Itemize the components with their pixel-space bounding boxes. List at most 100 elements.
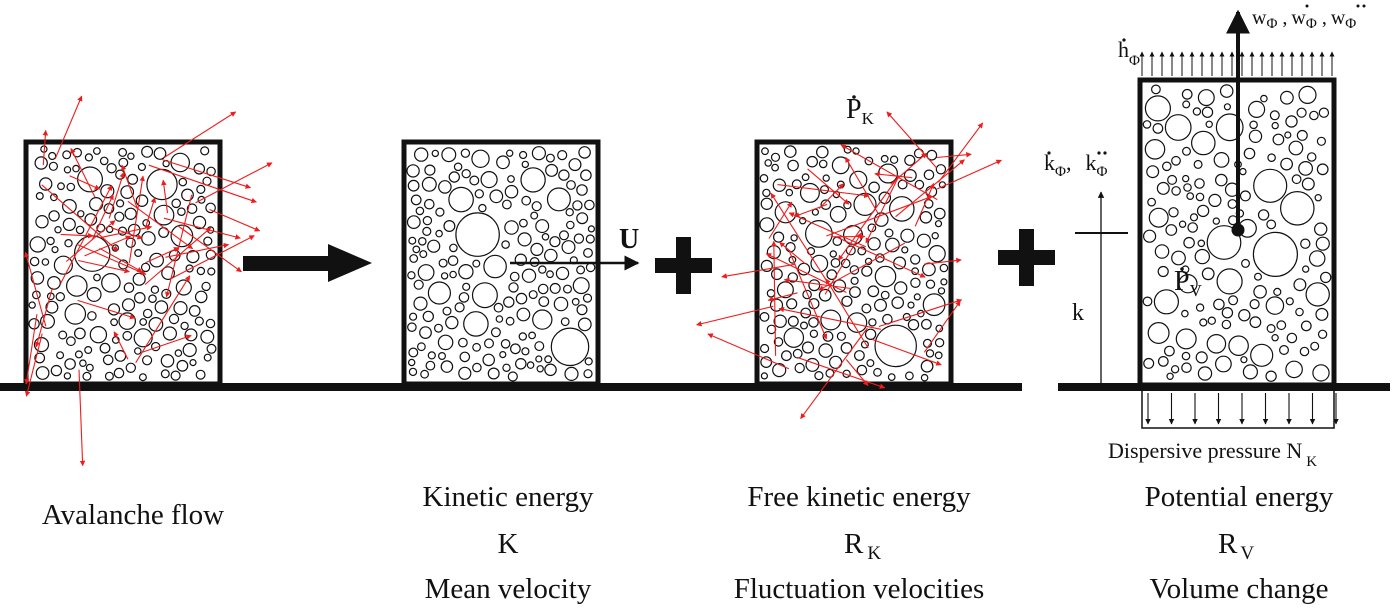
kinetic-particle <box>504 220 519 235</box>
avalanche-particle <box>58 330 68 340</box>
free-kinetic-velocity-arrow <box>798 357 886 389</box>
potential-particle <box>1280 191 1315 226</box>
avalanche-particle <box>142 308 153 319</box>
avalanche-particle <box>62 217 76 231</box>
kinetic-particle <box>459 351 471 363</box>
kinetic-particle <box>557 150 568 161</box>
free-kinetic-particle <box>920 373 929 382</box>
avalanche-particle <box>100 184 115 199</box>
kinetic-particle <box>519 218 528 228</box>
free-kinetic-particle <box>773 314 787 328</box>
avalanche-particle <box>62 198 77 214</box>
kinetic-particle <box>520 167 546 193</box>
kinetic-particle <box>521 268 537 283</box>
kinetic-particle <box>442 306 452 316</box>
avalanche-particle <box>206 343 217 354</box>
avalanche-particle <box>92 147 101 155</box>
potential-particle <box>1317 329 1328 339</box>
avalanche-particle <box>84 153 94 162</box>
free-kinetic-particle <box>794 362 805 374</box>
free-kinetic-particle <box>934 338 945 348</box>
kinetic-particle <box>460 148 471 158</box>
potential-particle <box>1162 161 1172 172</box>
free-kinetic-particle <box>864 156 874 166</box>
free-kinetic-velocity-arrow <box>936 152 972 159</box>
free-kinetic-velocity-arrow <box>818 242 906 291</box>
kinetic-particle <box>577 317 592 332</box>
kinetic-particle <box>518 332 528 341</box>
free-kinetic-particle <box>868 318 877 327</box>
kinetic-particle <box>502 199 512 210</box>
free-kinetic-particle <box>760 259 773 272</box>
kinetic-particle <box>455 212 500 257</box>
kinetic-particle <box>514 357 527 370</box>
potential-particle <box>1257 209 1270 221</box>
free-kinetic-particle <box>913 148 924 159</box>
avalanche-particle <box>137 162 146 172</box>
kinetic-particle <box>406 164 420 178</box>
kinetic-particle <box>443 220 456 233</box>
avalanche-particle <box>134 347 142 355</box>
kinetic-particle <box>560 317 570 327</box>
potential-particle <box>1310 341 1320 351</box>
right-arrow-icon <box>243 244 372 282</box>
avalanche-particle <box>140 262 151 273</box>
kinetic-particle <box>445 315 459 330</box>
kinetic-particle <box>487 367 500 380</box>
kinetic-particle <box>478 203 487 213</box>
kinetic-particle <box>417 264 435 281</box>
free-kinetic-particle <box>931 231 939 240</box>
avalanche-particle <box>132 272 146 286</box>
free-kinetic-particle <box>759 343 770 354</box>
free-kinetic-particle <box>783 145 797 158</box>
kinetic-particle <box>576 212 589 225</box>
potential-particle <box>1239 167 1247 176</box>
kinetic-particle <box>507 371 518 382</box>
potential-particle <box>1196 204 1210 218</box>
kinetic-particle <box>545 153 555 163</box>
free-kinetic-velocity-arrow <box>914 182 935 227</box>
free-kinetic-particle <box>922 262 936 277</box>
avalanche-particle <box>194 290 208 304</box>
avalanche-velocity-arrow <box>69 175 101 190</box>
potential-particle <box>1213 298 1225 311</box>
free-kinetic-particle <box>880 290 890 300</box>
avalanche-particle <box>194 316 204 326</box>
avalanche-particle <box>177 207 186 217</box>
avalanche-velocity-arrow <box>34 287 53 348</box>
avalanche-particle <box>125 362 137 373</box>
caption-kinetic-desc: Mean velocity <box>425 573 592 605</box>
avalanche-particle <box>176 359 189 372</box>
kinetic-particle <box>407 322 417 332</box>
avalanche-particle <box>193 163 206 175</box>
caption-kinetic-symbol: K <box>498 528 519 560</box>
avalanche-particle <box>196 184 206 194</box>
potential-particle <box>1194 248 1211 265</box>
potential-particle <box>1197 89 1215 107</box>
potential-particle <box>1315 236 1330 251</box>
kinetic-particle <box>501 240 510 249</box>
avalanche-velocity-arrow <box>142 334 192 353</box>
potential-particle <box>1164 114 1192 141</box>
potential-particle <box>1178 274 1198 294</box>
free-kinetic-particle <box>857 246 867 256</box>
free-kinetic-particle <box>934 220 943 228</box>
potential-particle <box>1240 356 1248 364</box>
free-kinetic-particle <box>790 234 798 242</box>
kinetic-particle <box>537 283 549 295</box>
avalanche-particle <box>180 321 189 331</box>
avalanche-particle <box>41 258 50 266</box>
avalanche-velocity-arrow <box>162 159 252 189</box>
potential-particle <box>1308 250 1326 267</box>
free-kinetic-particle <box>856 364 868 376</box>
free-kinetic-particle <box>935 164 947 175</box>
avalanche-particle <box>64 303 87 325</box>
avalanche-particle <box>186 203 198 214</box>
free-kinetic-particle <box>760 356 773 369</box>
free-kinetic-particle <box>820 309 842 331</box>
kinetic-particle <box>562 284 572 294</box>
free-kinetic-particle <box>923 169 935 181</box>
avalanche-particle <box>82 371 92 381</box>
potential-particle <box>1314 193 1322 202</box>
potential-particle <box>1195 192 1205 202</box>
